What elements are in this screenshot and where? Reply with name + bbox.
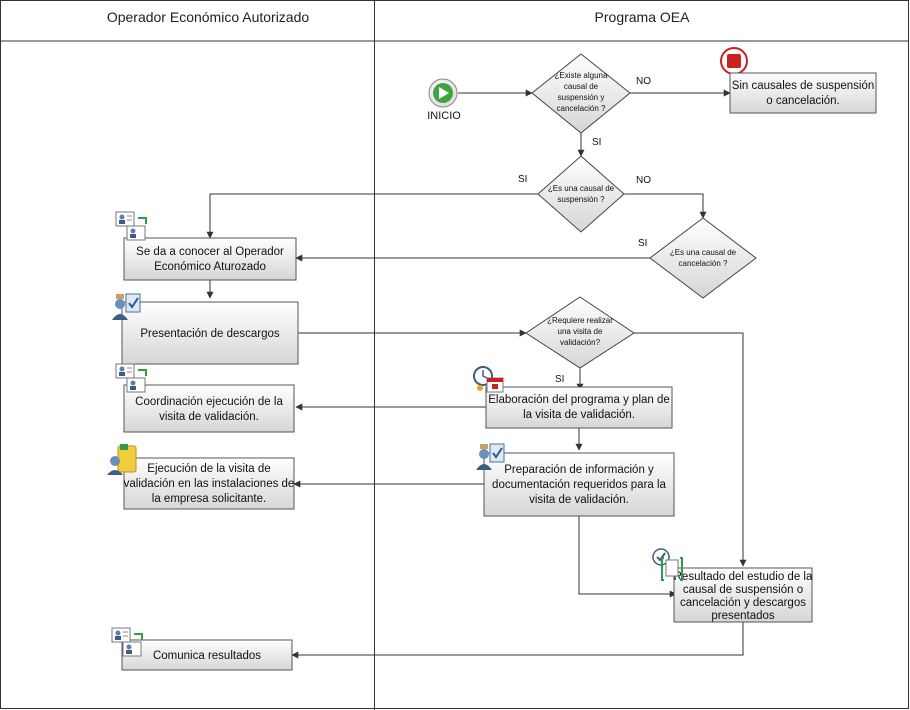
svg-text:visita de validación.: visita de validación. bbox=[529, 494, 629, 506]
edge-prep-result bbox=[578, 516, 677, 598]
edge-result-comunica bbox=[291, 622, 744, 659]
svg-text:cancelación y descargos: cancelación y descargos bbox=[680, 597, 806, 609]
check-document-icon bbox=[652, 548, 683, 581]
svg-text:validación en las instalacione: validación en las instalaciones de bbox=[124, 478, 295, 490]
box-descargos: Presentación de descargos bbox=[121, 301, 299, 365]
svg-text:Se da a conocer al Operador: Se da a conocer al Operador bbox=[136, 246, 284, 258]
start-label: INICIO bbox=[427, 110, 461, 122]
lane-title-right: Programa OEA bbox=[595, 9, 691, 25]
edge-susp-no bbox=[624, 193, 707, 219]
svg-text:la visita de validación.: la visita de validación. bbox=[523, 409, 635, 421]
decision-visita: ¿Requiere realizar una visita de validac… bbox=[525, 296, 635, 369]
edge-susp-si bbox=[206, 193, 538, 239]
svg-text:documentación requeridos para: documentación requeridos para la bbox=[492, 479, 666, 491]
svg-text:¿Es una causal de: ¿Es una causal de bbox=[670, 248, 737, 257]
lane-title-left: Operador Económico Autorizado bbox=[107, 9, 310, 25]
people-card-icon-2 bbox=[115, 363, 147, 393]
edge-label-no-exist: NO bbox=[636, 76, 651, 87]
people-card-icon bbox=[115, 211, 147, 241]
edge-label-si-susp: SI bbox=[518, 174, 527, 185]
svg-text:una visita de: una visita de bbox=[558, 327, 603, 336]
svg-text:validación?: validación? bbox=[560, 338, 601, 347]
person-folder-icon bbox=[107, 444, 137, 475]
clock-calendar-icon bbox=[473, 366, 504, 393]
box-coordinacion: Coordinación ejecución de la visita de v… bbox=[123, 384, 295, 433]
person-clipboard-icon-2 bbox=[476, 443, 505, 470]
box-sin-causales: Sin causales de suspensión o cancelación… bbox=[729, 72, 877, 114]
svg-text:la empresa solicitante.: la empresa solicitante. bbox=[152, 493, 266, 505]
edge-label-si-canc: SI bbox=[638, 238, 647, 249]
svg-text:¿Requiere realizar: ¿Requiere realizar bbox=[547, 316, 613, 325]
connectors bbox=[206, 89, 747, 659]
svg-text:o cancelación.: o cancelación. bbox=[766, 95, 840, 107]
stop-icon bbox=[720, 47, 748, 75]
person-clipboard-icon bbox=[112, 293, 141, 320]
svg-text:Sin causales de suspensión: Sin causales de suspensión bbox=[732, 80, 875, 92]
svg-text:cancelación ?: cancelación ? bbox=[679, 259, 728, 268]
box-ejecucion: Ejecución de la visita de validación en … bbox=[123, 457, 295, 510]
box-resultado: Resultado del estudio de la causal de su… bbox=[673, 567, 813, 623]
svg-text:causal de suspensión o: causal de suspensión o bbox=[683, 584, 803, 596]
svg-text:Económico Aturozado: Económico Aturozado bbox=[154, 261, 266, 273]
box-comunica: Comunica resultados bbox=[121, 639, 293, 671]
edge-label-si-visita: SI bbox=[555, 374, 564, 385]
edge-label-si-exist: SI bbox=[592, 137, 601, 148]
decision-suspension: ¿Es una causal de suspensión ? bbox=[537, 155, 625, 233]
svg-text:Coordinación ejecución de la: Coordinación ejecución de la bbox=[135, 396, 283, 408]
svg-text:suspensión ?: suspensión ? bbox=[557, 195, 605, 204]
edge-label-no-susp: NO bbox=[636, 175, 651, 186]
svg-text:Comunica resultados: Comunica resultados bbox=[153, 650, 261, 662]
svg-text:causal de: causal de bbox=[564, 82, 599, 91]
box-notify-operador: Se da a conocer al Operador Económico At… bbox=[123, 237, 297, 281]
decision-exist: ¿Existe alguna causal de suspensión y ca… bbox=[531, 53, 631, 134]
svg-text:cancelación ?: cancelación ? bbox=[557, 104, 606, 113]
start-node bbox=[428, 78, 458, 108]
svg-text:Preparación de información y: Preparación de información y bbox=[504, 464, 654, 476]
edge-visita-no bbox=[634, 332, 747, 567]
svg-text:Resultado del estudio de la: Resultado del estudio de la bbox=[674, 571, 813, 583]
svg-text:presentados: presentados bbox=[711, 610, 775, 622]
svg-text:Presentación de descargos: Presentación de descargos bbox=[140, 328, 280, 340]
svg-text:¿Existe alguna: ¿Existe alguna bbox=[555, 71, 608, 80]
box-preparacion: Preparación de información y documentaci… bbox=[483, 452, 675, 517]
svg-text:¿Es una causal de: ¿Es una causal de bbox=[548, 184, 615, 193]
svg-text:suspensión y: suspensión y bbox=[558, 93, 605, 102]
decision-cancelacion: ¿Es una causal de cancelación ? bbox=[649, 217, 757, 299]
svg-text:Ejecución de la visita de: Ejecución de la visita de bbox=[147, 463, 270, 475]
box-elaboracion: Elaboración del programa y plan de la vi… bbox=[485, 386, 673, 429]
svg-text:Elaboración del programa y pla: Elaboración del programa y plan de bbox=[488, 394, 670, 406]
svg-text:visita de validación.: visita de validación. bbox=[159, 411, 259, 423]
people-card-icon-3 bbox=[111, 627, 143, 657]
